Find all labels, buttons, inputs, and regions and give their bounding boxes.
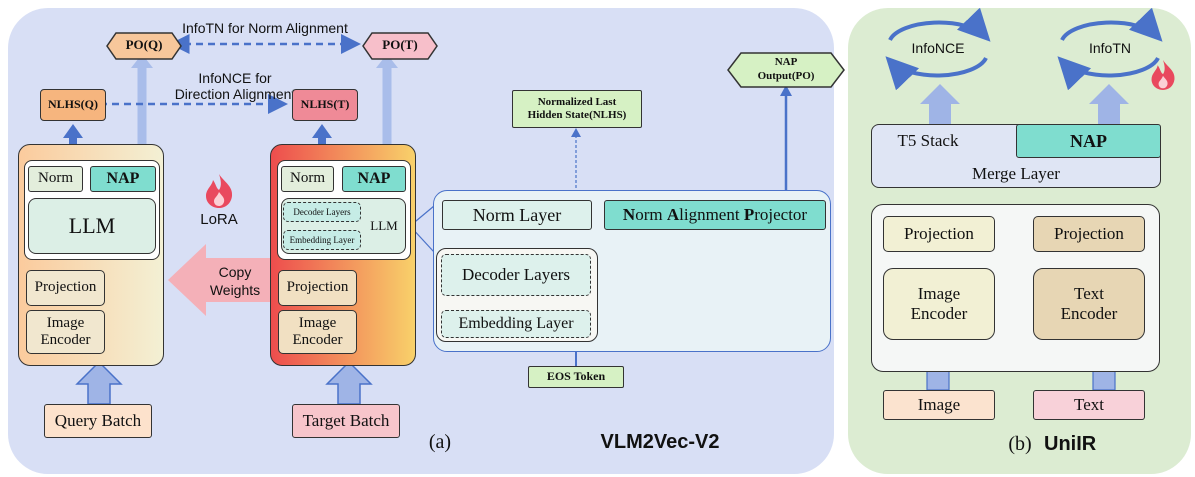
panel-b-image-encoder-line1: Image [917, 284, 961, 304]
panel-b-nap-box: NAP [1016, 124, 1161, 158]
panel-b-image-encoder: Image Encoder [883, 268, 995, 340]
target-image-encoder-line1: Image [298, 314, 337, 331]
t5-stack-label: T5 Stack [897, 131, 959, 150]
flame-icon [206, 174, 233, 208]
copy-weights-line2: Weights [209, 282, 261, 298]
nap-lignment: lignment [679, 205, 744, 225]
nap-output-line1: NAP [774, 56, 798, 68]
query-image-encoder-line2: Encoder [40, 332, 91, 348]
po-q-label: PO(Q) [125, 37, 163, 52]
flame-icon [1151, 60, 1175, 90]
query-norm-box: Norm [28, 166, 83, 192]
detail-nap-output-hexagon [727, 52, 845, 88]
panel-b-projection-right: Projection [1033, 216, 1145, 252]
panel-b-image-encoder-line2: Encoder [910, 304, 968, 323]
target-batch-box: Target Batch [292, 404, 400, 438]
detail-decoder-layers-box: Decoder Layers [441, 254, 591, 296]
infonce-label-line1: InfoNCE for [198, 70, 272, 86]
panel-a-caption-title: VLM2Vec-V2 [600, 431, 720, 453]
copy-weights-line1: Copy [218, 264, 252, 280]
nlhs-t-box: NLHS(T) [292, 89, 358, 121]
nap-n: N [622, 205, 636, 225]
infotn-loss-label: InfoTN [1088, 40, 1131, 56]
query-llm-box: LLM [28, 198, 156, 254]
nap-orm: orm [635, 205, 667, 225]
panel-b-image-input: Image [883, 390, 995, 420]
merge-layer-label: Merge Layer [972, 164, 1060, 183]
eos-token-box: EOS Token [528, 366, 624, 388]
panel-b-text-input: Text [1033, 390, 1145, 420]
detail-norm-layer-box: Norm Layer [442, 200, 592, 230]
detail-nlhs-output-box: Normalized Last Hidden State(NLHS) [512, 90, 642, 128]
panel-b-text-encoder: Text Encoder [1033, 268, 1145, 340]
po-t-label: PO(T) [382, 37, 418, 52]
target-image-encoder-box: Image Encoder [278, 310, 357, 354]
nap-p: P [743, 205, 755, 225]
nlhs-output-line2: Hidden State(NLHS) [527, 109, 627, 121]
target-llm-label: LLM [370, 218, 398, 233]
target-decoder-layers-box: Decoder Layers [283, 202, 361, 222]
target-embedding-layer-box: Embedding Layer [283, 230, 361, 250]
nlhs-q-box: NLHS(Q) [40, 89, 106, 121]
lora-label: LoRA [200, 211, 238, 228]
target-projection-box: Projection [278, 270, 357, 306]
query-batch-box: Query Batch [44, 404, 152, 438]
detail-embedding-layer-box: Embedding Layer [441, 310, 591, 338]
target-nap-box: NAP [342, 166, 406, 192]
query-nap-box: NAP [90, 166, 156, 192]
nlhs-output-line1: Normalized Last [537, 96, 617, 109]
nap-output-line2: Output(PO) [757, 70, 815, 82]
panel-a-caption-letter: (a) [428, 431, 452, 453]
po-q-hexagon [106, 32, 182, 60]
query-projection-box: Projection [26, 270, 105, 306]
query-image-encoder-line1: Image [46, 314, 85, 331]
nap-rojector: rojector [754, 205, 808, 225]
panel-b-text-encoder-line2: Encoder [1060, 304, 1118, 323]
target-norm-box: Norm [281, 166, 334, 192]
po-t-hexagon [362, 32, 438, 60]
panel-b-caption-letter: (b) [1008, 433, 1032, 455]
panel-b-text-encoder-line1: Text [1074, 284, 1104, 304]
nap-a: A [666, 205, 680, 225]
infotn-alignment-label: InfoTN for Norm Alignment [182, 20, 348, 36]
target-image-encoder-line2: Encoder [292, 332, 343, 348]
infonce-loss-label: InfoNCE [911, 40, 965, 56]
panel-b-caption-title: UniIR [1044, 433, 1097, 455]
panel-b-projection-left: Projection [883, 216, 995, 252]
infonce-label-line2: Direction Alignment [174, 86, 296, 102]
query-image-encoder-box: Image Encoder [26, 310, 105, 354]
